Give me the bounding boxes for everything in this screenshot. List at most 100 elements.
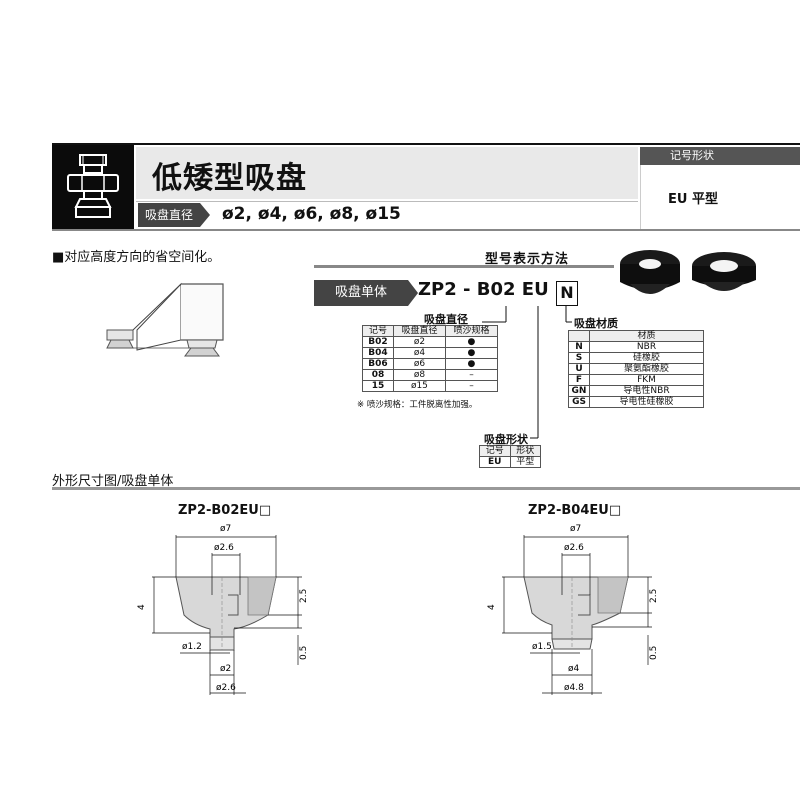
dim-top: ø7 bbox=[570, 524, 581, 534]
shape-code: EU bbox=[479, 456, 511, 468]
symbol-box bbox=[640, 165, 800, 229]
symbol-heading: 记号形状 bbox=[640, 147, 800, 165]
table-row: U 聚氨酯橡胶 bbox=[568, 363, 704, 375]
diameter-value: ø6 bbox=[392, 358, 446, 370]
unit-label-arrow bbox=[408, 280, 418, 306]
table-header: 形状 bbox=[509, 445, 541, 457]
material-name: 聚氨酯橡胶 bbox=[589, 363, 704, 375]
dim-height: 4 bbox=[137, 604, 147, 610]
diameter-values: ø2, ø4, ø6, ø8, ø15 bbox=[222, 204, 401, 224]
dim-stem: ø2 bbox=[220, 664, 231, 674]
dim-lip: 2.5 bbox=[649, 589, 659, 603]
material-code: N bbox=[568, 341, 590, 353]
material-code: U bbox=[568, 363, 590, 375]
blast-value: – bbox=[444, 369, 499, 381]
material-name: FKM bbox=[589, 374, 704, 386]
table-row: N NBR bbox=[568, 341, 704, 353]
material-code-box: N bbox=[556, 281, 578, 306]
diameter-code: B02 bbox=[362, 336, 394, 348]
dim-neck: 0.5 bbox=[299, 646, 309, 660]
dim-height: 4 bbox=[487, 604, 497, 610]
table-row: B02 ø2 ● bbox=[362, 336, 499, 348]
blast-value: ● bbox=[444, 347, 499, 359]
shape-name: 平型 bbox=[509, 456, 541, 468]
unit-label: 吸盘单体 bbox=[314, 280, 408, 306]
notation-leader-lines bbox=[482, 306, 572, 439]
model-code: ZP2 - B02 EU bbox=[418, 279, 549, 300]
table-header: 记号 bbox=[479, 445, 511, 457]
space-saving-illustration bbox=[106, 282, 224, 357]
model-title-b04: ZP2-B04EU□ bbox=[528, 503, 622, 518]
shape-table: 记号 形状 EU 平型 bbox=[479, 445, 541, 468]
material-code: S bbox=[568, 352, 590, 364]
diameter-caption: 吸盘直径 bbox=[424, 313, 468, 326]
diameter-label-arrow bbox=[200, 203, 210, 227]
table-row: B06 ø6 ● bbox=[362, 358, 499, 370]
diameter-band bbox=[136, 201, 638, 230]
diameter-code: B06 bbox=[362, 358, 394, 370]
dim-bore: ø1.5 bbox=[532, 642, 552, 652]
material-table: 材质 N NBR S 硅橡胶 U 聚氨酯橡胶 F FKM GN 导电性NBR G… bbox=[568, 330, 704, 408]
dim-neck: 0.5 bbox=[649, 646, 659, 660]
table-row: 15 ø15 – bbox=[362, 380, 499, 392]
outline-title: 外形尺寸图/吸盘单体 bbox=[52, 474, 174, 489]
table-header: 记号 bbox=[362, 325, 394, 337]
symbol-value: EU 平型 bbox=[668, 192, 718, 207]
title-band bbox=[136, 147, 638, 199]
dim-inner: ø2.6 bbox=[214, 543, 234, 553]
dim-base: ø4.8 bbox=[564, 683, 584, 693]
diameter-code: 08 bbox=[362, 369, 394, 381]
table-row: 08 ø8 – bbox=[362, 369, 499, 381]
material-name: 导电性硅橡胶 bbox=[589, 396, 704, 408]
material-caption: 吸盘材质 bbox=[574, 317, 618, 330]
diameter-value: ø4 bbox=[392, 347, 446, 359]
dim-lip: 2.5 bbox=[299, 589, 309, 603]
diameter-table: 记号 吸盘直径 喷沙规格 B02 ø2 ● B04 ø4 ● B06 ø6 ● … bbox=[362, 325, 499, 392]
page-title: 低矮型吸盘 bbox=[152, 161, 307, 196]
suction-cup-icon-box bbox=[52, 145, 134, 229]
material-name: 硅橡胶 bbox=[589, 352, 704, 364]
diameter-code: 15 bbox=[362, 380, 394, 392]
table-header: 材质 bbox=[589, 330, 704, 342]
diameter-value: ø2 bbox=[392, 336, 446, 348]
header-top-rule bbox=[52, 143, 800, 145]
dim-inner: ø2.6 bbox=[564, 543, 584, 553]
table-row: GN 导电性NBR bbox=[568, 385, 704, 397]
material-code: F bbox=[568, 374, 590, 386]
material-name: NBR bbox=[589, 341, 704, 353]
dimension-drawing-b02: ø7 ø2.6 4 2.5 0.5 ø1.2 ø2 ø2.6 bbox=[137, 524, 309, 695]
material-code: GS bbox=[568, 396, 590, 408]
shape-caption: 吸盘形状 bbox=[484, 433, 528, 446]
table-row: GS 导电性硅橡胶 bbox=[568, 396, 704, 408]
table-row: EU 平型 bbox=[479, 456, 541, 468]
notation-rule bbox=[314, 265, 614, 268]
dim-top: ø7 bbox=[220, 524, 231, 534]
diameter-value: ø15 bbox=[392, 380, 446, 392]
diameter-value: ø8 bbox=[392, 369, 446, 381]
table-row: B04 ø4 ● bbox=[362, 347, 499, 359]
dimension-drawing-b04: ø7 ø2.6 4 2.5 0.5 ø1.5 ø4 ø4.8 bbox=[487, 524, 659, 695]
dim-bore: ø1.2 bbox=[182, 642, 202, 652]
suction-cup-icon bbox=[67, 154, 119, 218]
diameter-label: 吸盘直径 bbox=[138, 203, 200, 227]
header-bottom-rule bbox=[52, 229, 800, 231]
diameter-code: B04 bbox=[362, 347, 394, 359]
blast-note: ※ 喷沙规格：工件脱离性加强。 bbox=[357, 400, 478, 410]
product-photo bbox=[620, 250, 756, 294]
feature-text: ■对应高度方向的省空间化。 bbox=[52, 250, 221, 265]
material-name: 导电性NBR bbox=[589, 385, 704, 397]
material-code: GN bbox=[568, 385, 590, 397]
notation-heading: 型号表示方法 bbox=[485, 252, 570, 267]
table-header: 吸盘直径 bbox=[392, 325, 446, 337]
dim-base: ø2.6 bbox=[216, 683, 236, 693]
table-header-blank bbox=[568, 330, 590, 342]
table-row: S 硅橡胶 bbox=[568, 352, 704, 364]
dim-stem: ø4 bbox=[568, 664, 580, 674]
blast-value: ● bbox=[444, 336, 499, 348]
blast-value: – bbox=[444, 380, 499, 392]
table-row: F FKM bbox=[568, 374, 704, 386]
outline-rule bbox=[52, 487, 800, 490]
blast-value: ● bbox=[444, 358, 499, 370]
table-header: 喷沙规格 bbox=[444, 325, 499, 337]
model-title-b02: ZP2-B02EU□ bbox=[178, 503, 272, 518]
